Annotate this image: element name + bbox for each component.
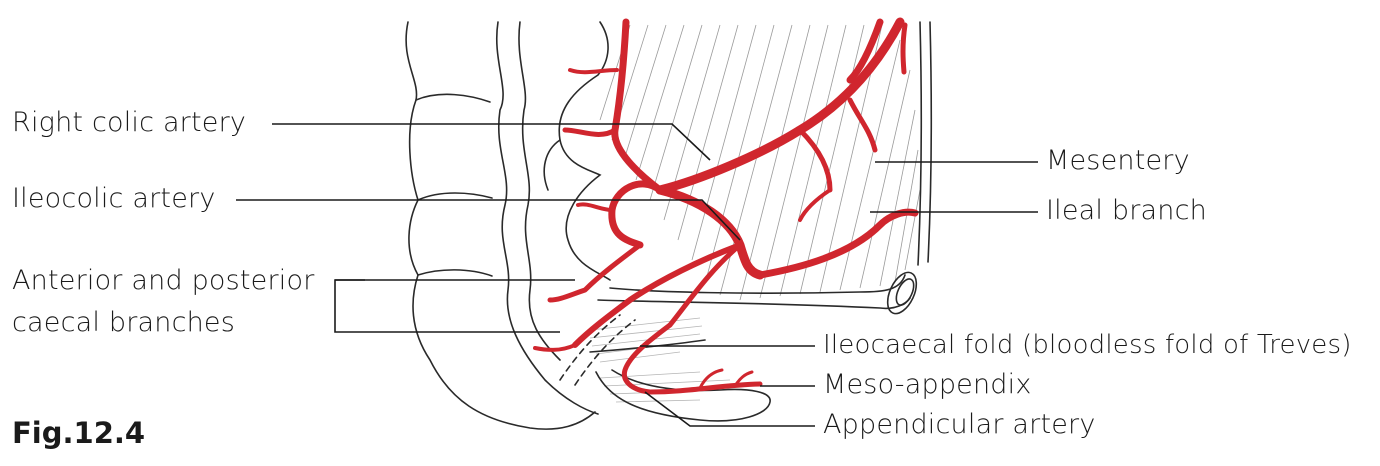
label-appendicular-artery: Appendicular artery — [823, 409, 1096, 440]
leader-appendicular-artery — [644, 391, 815, 427]
arteries — [533, 17, 919, 395]
leader-lines — [236, 123, 1038, 427]
figure-caption: Fig.12.4 — [12, 416, 146, 450]
label-ileocaecal-fold: Ileocaecal fold (bloodless fold of Treve… — [823, 330, 1352, 360]
leader-caecal-bracket — [334, 279, 560, 333]
colon-outline — [405, 21, 933, 430]
leader-ileocolic — [236, 199, 741, 241]
fold-stipple — [589, 317, 731, 403]
label-meso-appendix: Meso-appendix — [823, 369, 1032, 400]
label-ileal-branch: Ileal branch — [1046, 195, 1207, 226]
label-caecal-branches-line1: Anterior and posterior — [12, 265, 315, 296]
label-ileocolic-artery: Ileocolic artery — [12, 183, 216, 214]
label-mesentery: Mesentery — [1046, 145, 1190, 176]
label-right-colic-artery: Right colic artery — [12, 107, 247, 138]
leader-right-colic — [272, 123, 711, 161]
label-caecal-branches-line2: caecal branches — [12, 307, 236, 338]
mesentery-hatching — [599, 24, 921, 301]
